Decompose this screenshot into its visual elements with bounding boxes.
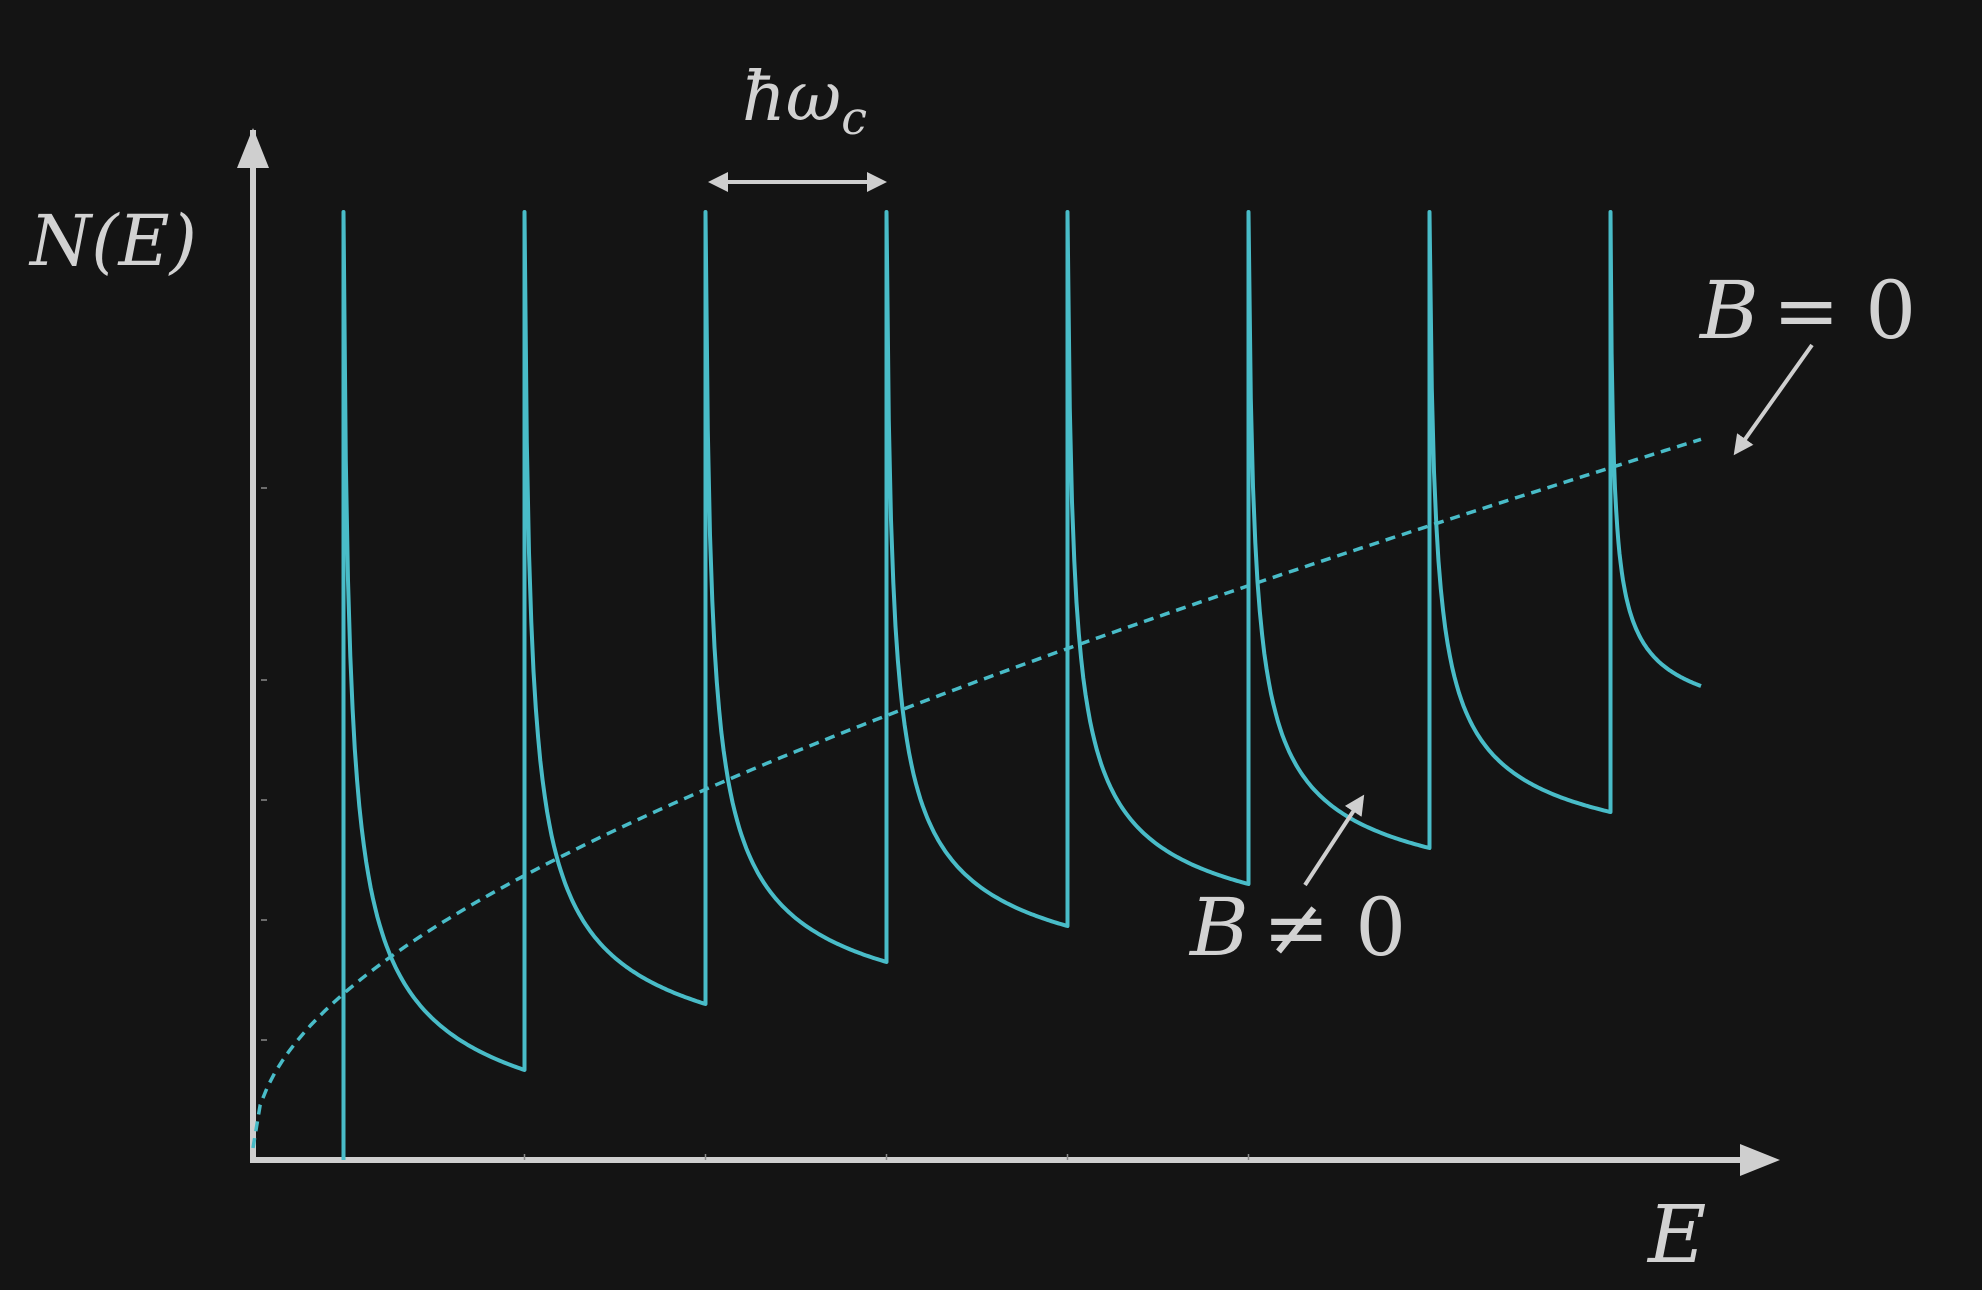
b-zero-annotation: B= 0	[1698, 264, 1916, 456]
series-b-nonzero-line	[341, 210, 1702, 1160]
b-zero-pointer-arrow	[1733, 343, 1814, 456]
x-axis-label: E	[1646, 1188, 1706, 1281]
b-nonzero-annotation: B≠ 0	[1188, 794, 1406, 974]
y-axis-arrowhead	[237, 128, 269, 168]
y-axis-label: N(E)	[28, 200, 197, 282]
series-b-zero-line	[251, 437, 1702, 1149]
axes	[237, 128, 1780, 1176]
b-zero-label: B= 0	[1698, 264, 1916, 357]
spacing-label: ħωc	[742, 58, 867, 145]
b-nonzero-label: B≠ 0	[1188, 881, 1406, 974]
x-axis-arrowhead	[1740, 1144, 1780, 1176]
curves	[251, 210, 1702, 1160]
axis-ticks	[261, 487, 1250, 1160]
level-spacing-annotation: ħωc	[708, 58, 887, 192]
b-nonzero-pointer-arrow	[1303, 794, 1365, 887]
